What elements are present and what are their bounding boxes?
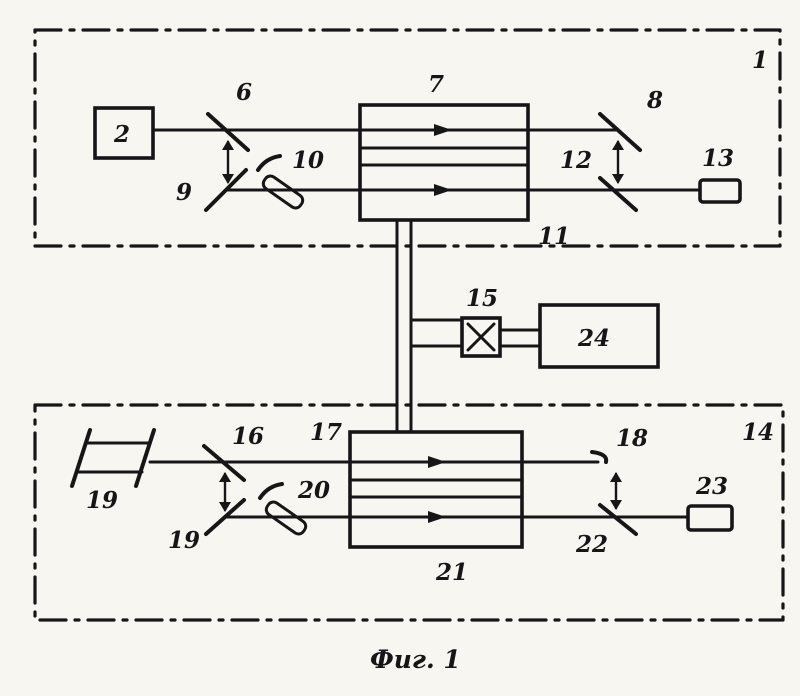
fiber-branch-bottom: [411, 342, 462, 346]
detector-23: [688, 506, 732, 530]
label-2: 2: [113, 121, 130, 148]
modulator-block-21: [350, 432, 522, 547]
element-19-left-bar: [72, 430, 90, 486]
arrow-down-lower-right-icon: [610, 500, 622, 510]
label-24: 24: [577, 325, 610, 352]
arrow-up-lower-right-icon: [610, 472, 622, 482]
label-12: 12: [560, 147, 592, 174]
label-9: 9: [176, 179, 192, 206]
label-21: 21: [435, 559, 468, 586]
arrow-down-lower-icon: [219, 502, 231, 512]
element-10-curve: [258, 156, 280, 170]
element-20-curve: [260, 484, 282, 498]
figure-caption: Фиг. 1: [370, 645, 461, 674]
label-14: 14: [742, 419, 774, 446]
arrow-up-right-icon: [612, 140, 624, 150]
detector-13: [700, 180, 740, 202]
arrow-down-right-icon: [612, 174, 624, 184]
arrow-up-lower-icon: [219, 472, 231, 482]
label-15: 15: [466, 285, 498, 312]
mirror-22: [600, 505, 636, 534]
label-7: 7: [428, 71, 444, 98]
element-19-right-bar: [136, 430, 154, 486]
label-1: 1: [752, 47, 768, 74]
arrow-up-icon: [222, 140, 234, 150]
label-17: 17: [310, 419, 342, 446]
label-11: 11: [538, 223, 570, 250]
label-20: 20: [297, 477, 330, 504]
label-10: 10: [292, 147, 324, 174]
label-22: 22: [575, 531, 608, 558]
label-8: 8: [646, 87, 663, 114]
modulator-block-7: [360, 105, 528, 220]
label-23: 23: [695, 473, 728, 500]
plate-element-10: [261, 174, 305, 211]
label-6: 6: [236, 79, 252, 106]
label-19-mirror: 19: [168, 527, 200, 554]
label-19-left: 19: [86, 487, 118, 514]
label-18: 18: [616, 425, 648, 452]
label-16: 16: [232, 423, 264, 450]
label-13-upper: 13: [702, 145, 734, 172]
